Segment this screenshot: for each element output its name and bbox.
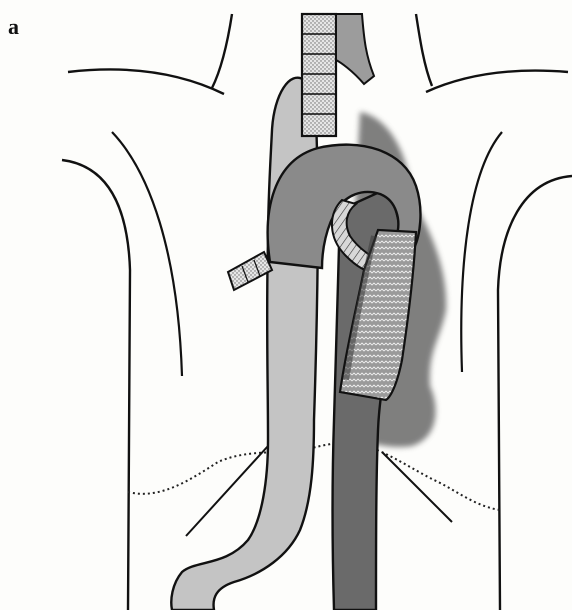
neck-right-outline (416, 14, 432, 86)
lung-left-outline (112, 132, 182, 376)
trachea (302, 14, 336, 136)
thorax-right-outline (498, 176, 572, 610)
neck-left-outline (212, 14, 232, 88)
shoulder-left-outline (68, 70, 224, 94)
lung-right-outline (461, 132, 502, 372)
brachiocephalic-stub (228, 252, 272, 290)
rib-line-right (382, 452, 452, 522)
upper-vessel-stub (336, 14, 374, 84)
thorax-left-outline (62, 160, 130, 610)
shoulder-right-outline (426, 71, 568, 92)
